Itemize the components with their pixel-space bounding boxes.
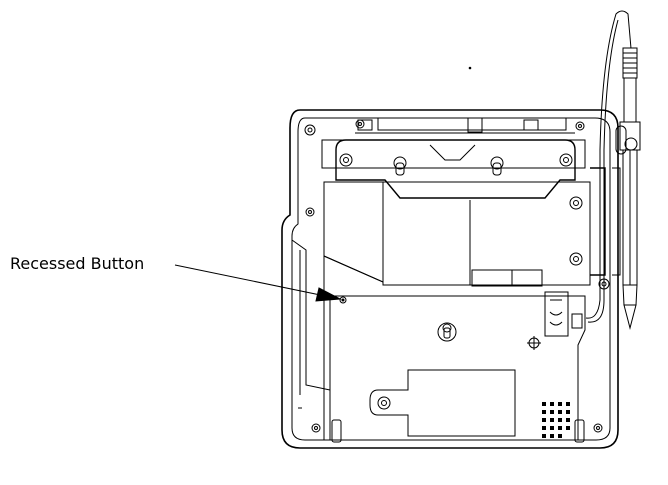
callout-arrowhead: [316, 288, 340, 301]
top-latch-right: [524, 120, 538, 130]
right-rail: [590, 168, 605, 275]
screw-side-left-icon: [306, 208, 314, 216]
screw-bottom-right-icon: [594, 424, 602, 432]
tether-cable: [586, 11, 632, 318]
stylus-clip: [545, 292, 568, 336]
housing-outline: [282, 110, 618, 448]
screw-rail-bottom-icon: [570, 253, 582, 265]
top-latch-left: [358, 120, 372, 130]
screw-corner-tr-icon: [576, 122, 584, 130]
top-latch-center: [468, 118, 482, 132]
keyhole-lower-icon: [438, 323, 456, 341]
battery-door: [370, 370, 515, 436]
foot-right: [575, 420, 584, 442]
compartment-main: [383, 182, 590, 285]
bracket-notch: [430, 145, 475, 160]
screw-top-right-icon: [560, 154, 572, 166]
vent-grille: [542, 402, 570, 438]
battery-door-screw-icon: [378, 397, 390, 409]
stylus-holder-rail: [612, 168, 620, 275]
stylus-clip-detail: [550, 300, 562, 325]
recessed-button[interactable]: [340, 297, 346, 303]
keyhole-left-icon: [394, 157, 406, 175]
screw-upper-tl-icon: [356, 120, 364, 128]
top-plate: [322, 140, 585, 168]
screw-bottom-left-icon: [312, 424, 320, 432]
compartment-upper: [324, 182, 383, 282]
screw-rail-top-icon: [570, 197, 582, 209]
lower-panel: [324, 296, 585, 440]
compartment-side: [324, 256, 383, 285]
screw-corner-tl-icon: [305, 125, 315, 135]
keyhole-right-icon: [491, 157, 503, 175]
stylus: [616, 48, 640, 328]
left-contour: [292, 240, 330, 390]
foot-left: [332, 420, 341, 442]
connector-block: [472, 270, 542, 286]
callout-label: Recessed Button: [10, 254, 145, 273]
screw-top-left-icon: [340, 154, 352, 166]
callout-leader-line: [175, 265, 330, 297]
crosshair-icon: [527, 336, 541, 350]
tether-cable-inner: [588, 20, 618, 322]
stylus-clip-tab: [572, 314, 582, 328]
housing-inner-outline: [292, 118, 610, 440]
mount-bracket: [336, 140, 575, 198]
small-dot-top: [469, 67, 471, 69]
